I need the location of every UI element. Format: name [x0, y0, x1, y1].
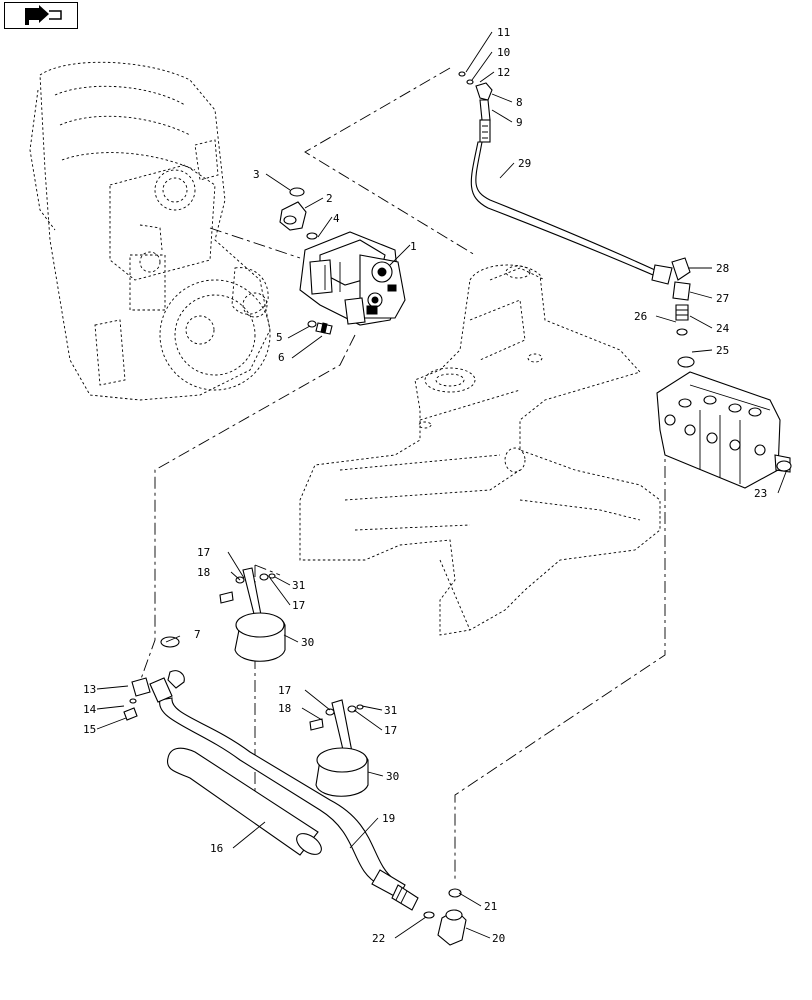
callout-13: 13: [83, 683, 96, 696]
callout-17-lower-right: 17: [384, 724, 397, 737]
callout-12: 12: [497, 66, 510, 79]
callout-8: 8: [516, 96, 523, 109]
callout-18-upper: 18: [197, 566, 210, 579]
callout-leaders: [96, 31, 787, 939]
callout-28: 28: [716, 262, 729, 275]
callout-22: 22: [372, 932, 385, 945]
elbow-fitting-2: [279, 187, 318, 240]
callout-7: 7: [194, 628, 201, 641]
callout-25: 25: [716, 344, 729, 357]
return-arrow-icon: [25, 5, 62, 25]
suction-hose-19: [149, 636, 419, 911]
return-arrow-button[interactable]: [4, 2, 78, 29]
hose-fittings-13-15: [123, 677, 151, 721]
callout-6: 6: [278, 351, 285, 364]
callout-15: 15: [83, 723, 96, 736]
callout-30-lower: 30: [386, 770, 399, 783]
loader-frame: [299, 264, 661, 636]
callout-19: 19: [382, 812, 395, 825]
callout-17-lower-left: 17: [278, 684, 291, 697]
callout-18-lower: 18: [278, 702, 291, 715]
callout-2: 2: [326, 192, 333, 205]
callout-23: 23: [754, 487, 767, 500]
callout-29: 29: [518, 157, 531, 170]
callout-10: 10: [497, 46, 510, 59]
callout-24: 24: [716, 322, 730, 335]
callout-27: 27: [716, 292, 729, 305]
transmission-housing: [29, 61, 271, 401]
callout-4: 4: [333, 212, 340, 225]
callout-3: 3: [253, 168, 260, 181]
clamp-bracket-lower: [309, 699, 369, 797]
suction-tube-16: [166, 747, 322, 856]
callout-17-upper-right: 17: [292, 599, 305, 612]
callout-17-upper-left: 17: [197, 546, 210, 559]
callout-11: 11: [497, 26, 510, 39]
callout-labels: 1 2 3 4 5 6 7 8 9 10 11 12 13 14 15 16 1…: [83, 26, 767, 945]
elbow-fitting-20: [423, 888, 467, 946]
callout-20: 20: [492, 932, 505, 945]
control-valve: [656, 371, 792, 489]
callout-21: 21: [484, 900, 497, 913]
callout-5: 5: [276, 331, 283, 344]
callout-31-upper: 31: [292, 579, 305, 592]
callout-30-upper: 30: [301, 636, 314, 649]
pressure-hose-29: [458, 71, 695, 368]
callout-26: 26: [634, 310, 647, 323]
bolt-washer-5-6: [307, 320, 333, 335]
callout-14: 14: [83, 703, 97, 716]
callout-16: 16: [210, 842, 223, 855]
hydraulic-pump: [299, 231, 406, 326]
assembly-phantom-lines: [136, 67, 666, 882]
callout-9: 9: [516, 116, 523, 129]
callout-1: 1: [410, 240, 417, 253]
clamp-bracket-upper: [219, 567, 286, 662]
callout-31-lower: 31: [384, 704, 397, 717]
